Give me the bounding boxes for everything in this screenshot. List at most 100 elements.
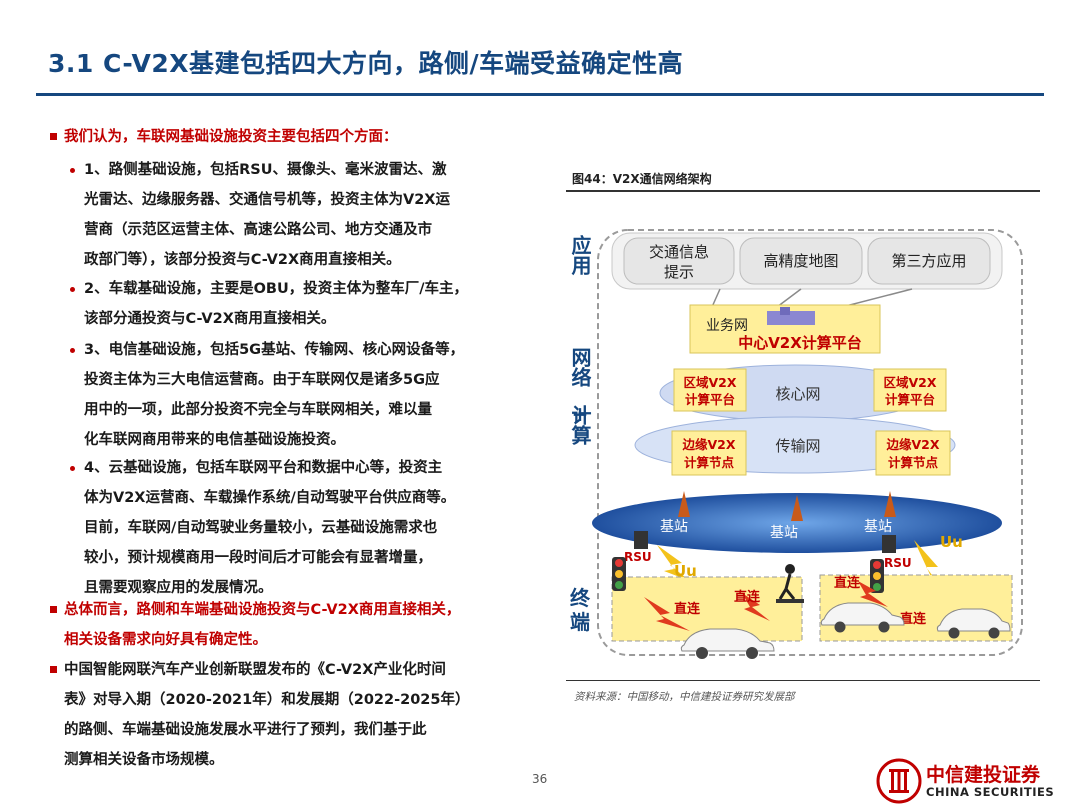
item-1-line: 1、路侧基础设施，包括RSU、摄像头、毫米波雷达、激 — [84, 162, 447, 178]
tower-icon — [884, 491, 896, 517]
edge-node-left-line2: 计算节点 — [684, 455, 735, 470]
app-third-party-box — [867, 237, 991, 285]
conclusion-text: 中国智能网联汽车产业创新联盟发布的《C-V2X产业化时间 表》对导入期（2020… — [64, 655, 469, 775]
tower-icon — [791, 495, 803, 521]
item-2: 2、车载基础设施，主要是OBU，投资主体为整车厂/车主， 该部分通投资与C-V2… — [84, 274, 468, 334]
layer-label-terminal-bottom: 端 — [570, 610, 590, 634]
base-station-left-label: 基站 — [660, 518, 688, 535]
layer-label-plus: + — [572, 402, 589, 426]
regional-platform-left-box — [673, 368, 747, 412]
item-3-line: 用中的一项，此部分投资不完全与车联网相关，难以量 — [84, 402, 432, 418]
dot-bullet-icon — [70, 466, 75, 471]
intro-text: 我们认为，车联网基础设施投资主要包括四个方面： — [64, 129, 398, 145]
item-3-line: 3、电信基础设施，包括5G基站、传输网、核心网设备等， — [84, 342, 465, 358]
direct-link-icon — [858, 581, 888, 607]
item-3-line: 投资主体为三大电信运营商。由于车联网仅是诸多5G应 — [84, 372, 440, 388]
conclusion-line: 中国智能网联汽车产业创新联盟发布的《C-V2X产业化时间 — [64, 662, 446, 678]
pedestrian-icon — [776, 564, 804, 603]
direct-link-icon — [742, 593, 770, 621]
central-platform-label: 中心V2X计算平台 — [738, 334, 862, 352]
square-bullet-icon — [50, 606, 57, 613]
item-1-line: 光雷达、边缘服务器、交通信号机等，投资主体为V2X运 — [84, 192, 450, 208]
layer-label-app: 应用 — [568, 234, 592, 276]
item-2-line: 该部分通投资与C-V2X商用直接相关。 — [84, 311, 336, 327]
direct-center-label: 直连 — [734, 589, 761, 605]
diagram-frame — [597, 229, 1023, 656]
dot-bullet-icon — [70, 287, 75, 292]
dot-bullet-icon — [70, 348, 75, 353]
v2x-architecture-diagram: 应用 网络 + 计算 终 端 交通信息 提示 高精度地图 第三方应用 业务网 中… — [568, 229, 1023, 659]
item-1-line: 政部门等），该部分投资与C-V2X商用直接相关。 — [84, 252, 401, 268]
edge-node-left-box — [671, 430, 747, 476]
item-4: 4、云基础设施，包括车联网平台和数据中心等，投资主 体为V2X运营商、车载操作系… — [84, 453, 455, 603]
direct-link-icon — [644, 597, 690, 631]
edge-node-right-line1: 边缘V2X — [885, 437, 939, 452]
regional-platform-left-line1: 区域V2X — [683, 375, 736, 390]
edge-node-right-line2: 计算节点 — [888, 455, 939, 470]
item-3-line: 化车联网商用带来的电信基础设施投资。 — [84, 432, 345, 448]
figure-bottom-rule — [566, 680, 1040, 681]
server-icon — [780, 307, 790, 315]
lightning-uu-icon — [914, 540, 950, 599]
rsu-device-icon — [882, 535, 896, 553]
app-third-party-label: 第三方应用 — [891, 252, 966, 270]
figure-top-rule — [566, 190, 1040, 192]
item-1: 1、路侧基础设施，包括RSU、摄像头、毫米波雷达、激 光雷达、边缘服务器、交通信… — [84, 155, 450, 275]
dot-bullet-icon — [70, 168, 75, 173]
item-4-line: 较小，预计规模商用一段时间后才可能会有显著增量， — [84, 550, 432, 566]
car-icon — [680, 628, 775, 659]
title-divider — [36, 93, 1044, 96]
connector-line — [841, 288, 913, 308]
server-icon — [767, 311, 815, 325]
app-traffic-info-box — [623, 237, 735, 285]
core-network-label: 核心网 — [775, 385, 820, 403]
regional-platform-right-box — [873, 368, 947, 412]
layer-label-terminal-top: 终 — [570, 586, 591, 610]
base-station-right-label: 基站 — [864, 518, 892, 535]
uu-left-label: Uu — [674, 562, 697, 580]
conclusion-line: 测算相关设备市场规模。 — [64, 752, 224, 768]
item-1-line: 营商（示范区运营主体、高速公路公司、地方交通及市 — [84, 222, 432, 238]
page-title: 3.1 C-V2X基建包括四大方向，路侧/车端受益确定性高 — [48, 49, 684, 78]
direct-right-top-label: 直连 — [834, 575, 861, 591]
business-net-label: 业务网 — [706, 318, 748, 334]
regional-platform-left-line2: 计算平台 — [685, 392, 735, 407]
logo-en-text: CHINA SECURITIES — [926, 785, 1055, 799]
conclusion-line: 的路侧、车端基础设施发展水平进行了预判，我们基于此 — [64, 722, 427, 738]
app-traffic-info-line2: 提示 — [664, 263, 694, 281]
tower-icon — [678, 491, 690, 517]
edge-node-left-line1: 边缘V2X — [681, 437, 735, 452]
regional-platform-right-line2: 计算平台 — [885, 392, 935, 407]
rsu-left-label: RSU — [624, 550, 652, 564]
edge-node-right-box — [875, 430, 951, 476]
rsu-right-label: RSU — [884, 556, 912, 570]
item-3: 3、电信基础设施，包括5G基站、传输网、核心网设备等， 投资主体为三大电信运营商… — [84, 335, 464, 455]
square-bullet-icon — [50, 133, 57, 140]
summary-line: 相关设备需求向好具有确定性。 — [64, 632, 267, 648]
traffic-light-right-icon — [870, 559, 884, 593]
lightning-uu-icon — [657, 545, 690, 581]
car-icon — [936, 608, 1011, 639]
figure-caption: 图44：V2X通信网络架构 — [572, 172, 712, 186]
app-traffic-info-line1: 交通信息 — [649, 243, 709, 261]
item-2-line: 2、车载基础设施，主要是OBU，投资主体为整车厂/车主， — [84, 281, 469, 297]
transport-network-label: 传输网 — [775, 437, 820, 455]
conclusion-line: 表》对导入期（2020-2021年）和发展期（2022-2025年） — [64, 692, 470, 708]
uu-right-label: Uu — [940, 533, 963, 551]
square-bullet-icon — [50, 666, 57, 673]
summary-line: 总体而言，路侧和车端基础设施投资与C-V2X商用直接相关， — [64, 602, 461, 618]
connector-line — [711, 288, 721, 308]
figure-source: 资料来源：中国移动，中信建投证券研究发展部 — [574, 691, 795, 703]
summary-text: 总体而言，路侧和车端基础设施投资与C-V2X商用直接相关， 相关设备需求向好具有… — [64, 595, 460, 655]
radio-coverage-disc — [592, 493, 1002, 553]
item-4-line: 4、云基础设施，包括车联网平台和数据中心等，投资主 — [84, 460, 443, 476]
layer-label-compute: 计算 — [568, 405, 592, 446]
base-station-right: 基站 — [864, 491, 896, 535]
connector-line — [776, 288, 802, 308]
app-hdmap-box — [739, 237, 863, 285]
base-station-center-label: 基站 — [770, 524, 798, 541]
base-station-center: 基站 — [770, 495, 803, 541]
traffic-light-left-icon — [612, 557, 626, 591]
base-station-left: 基站 — [660, 491, 690, 535]
china-securities-logo-icon — [876, 758, 922, 804]
